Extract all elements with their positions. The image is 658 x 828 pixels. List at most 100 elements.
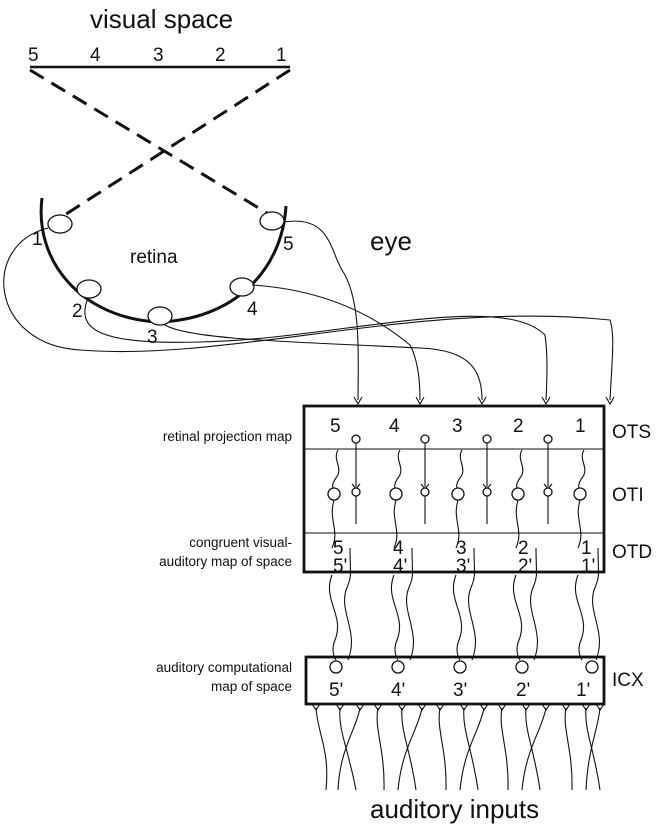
soma-circle: [482, 434, 492, 444]
retina-receptors: [47, 211, 285, 326]
auditory-fiber: [397, 707, 423, 791]
visual-space-number: 3: [153, 45, 164, 66]
retinal-projection-fibers: [3, 220, 614, 401]
neuron-process: [516, 449, 524, 491]
retina-number: 3: [147, 327, 158, 348]
soma-circle: [420, 434, 430, 444]
arrowhead: [561, 703, 571, 711]
soma-circle: [482, 487, 492, 497]
ots-number: 2: [513, 416, 524, 437]
soma-circle: [351, 434, 361, 444]
retina-number: 1: [32, 229, 43, 250]
auditory-fiber: [438, 707, 447, 791]
neuron-process: [394, 449, 402, 491]
soma-circle: [351, 487, 361, 497]
congruent-map-label-line1: congruent visual-: [189, 535, 292, 550]
otd-to-icx-fiber: [390, 574, 401, 661]
neuron-process: [331, 499, 336, 549]
retina-receptor: [259, 211, 285, 231]
auditory-fiber: [463, 707, 479, 791]
layer-label-icx: ICX: [612, 670, 644, 691]
auditory-fiber: [337, 707, 361, 791]
soma-circle: [453, 660, 467, 674]
icx-to-otd-fiber: [467, 547, 477, 661]
retina-numbers: 1 2 3 4 5: [32, 229, 294, 348]
icx-to-otd-fiber: [591, 547, 601, 661]
fiber-arrowheads: [353, 396, 615, 406]
icx-ascending-fibers: [343, 547, 601, 661]
retina-number: 4: [247, 299, 258, 320]
interneurons: [351, 434, 553, 524]
otd-number: 3: [456, 538, 467, 559]
visual-space-number: 4: [90, 45, 101, 66]
otd-number-prime: 5': [333, 556, 347, 577]
arrowhead: [355, 703, 365, 711]
ray-1-to-1: [59, 68, 291, 220]
projection-neuron: [451, 449, 465, 661]
ots-number: 3: [452, 416, 463, 437]
auditory-map-label-line2: map of space: [211, 679, 292, 694]
soma-circle: [391, 660, 405, 674]
auditory-fiber: [564, 707, 573, 791]
arrowhead: [581, 703, 591, 711]
fiber-3: [164, 324, 483, 401]
arrowhead: [497, 703, 507, 711]
auditory-fiber: [585, 707, 601, 791]
auditory-fiber: [585, 707, 601, 791]
otd-number: 4: [393, 538, 404, 559]
arrowhead: [435, 703, 445, 711]
retina-number: 5: [283, 234, 294, 255]
soma-circle: [511, 487, 525, 501]
neuron-process: [515, 499, 520, 549]
icx-number: 4': [391, 680, 405, 701]
neuron-process: [577, 499, 582, 549]
visual-space-number: 2: [215, 45, 226, 66]
auditory-fiber: [525, 707, 541, 791]
icx-number: 3': [453, 680, 467, 701]
auditory-fiber: [521, 707, 547, 791]
otd-number-prime: 2': [518, 556, 532, 577]
retina-receptor: [229, 277, 255, 297]
visual-space-number: 5: [28, 45, 39, 66]
otd-number-prime: 4': [393, 556, 407, 577]
soma-circle: [573, 487, 587, 501]
ray-5-to-5: [29, 68, 273, 218]
retina-receptor: [47, 214, 73, 234]
arrowhead: [459, 703, 469, 711]
soma-circle: [543, 487, 553, 497]
auditory-fiber: [339, 707, 357, 791]
layer-label-otd: OTD: [612, 542, 652, 563]
auditory-input-fibers: [315, 707, 601, 791]
layer-label-oti: OTI: [612, 485, 644, 506]
soma-circle: [420, 487, 430, 497]
arrowhead: [477, 396, 487, 406]
arrowhead: [417, 703, 427, 711]
soma-circle: [327, 487, 341, 501]
soma-circle: [329, 660, 343, 674]
interneuron: [482, 434, 492, 524]
neuron-process: [332, 449, 340, 491]
arrowhead: [541, 396, 551, 406]
retina-receptor: [147, 306, 173, 326]
soma-circle: [515, 660, 529, 674]
auditory-fiber: [500, 707, 509, 791]
otd-numbers: 5 4 3 2 1 5' 4' 3' 2' 1': [333, 538, 595, 577]
arrowhead: [397, 703, 407, 711]
icx-neurons: [329, 660, 599, 674]
ots-number: 4: [389, 416, 400, 437]
fiber-2: [84, 297, 548, 401]
arrowhead: [373, 703, 383, 711]
soma-circle: [389, 487, 403, 501]
retina-label: retina: [130, 247, 178, 268]
fiber-5: [283, 220, 359, 401]
otd-number-prime: 1': [581, 556, 595, 577]
arrowhead: [311, 703, 321, 711]
otd-number: 5: [333, 538, 344, 559]
visual-space-title: visual space: [90, 4, 233, 34]
auditory-fiber: [459, 707, 485, 791]
neuron-process: [455, 499, 460, 549]
otd-to-icx-fiber: [328, 574, 339, 661]
arrowhead: [541, 703, 551, 711]
icx-box: [304, 655, 606, 706]
ots-number: 1: [575, 416, 586, 437]
